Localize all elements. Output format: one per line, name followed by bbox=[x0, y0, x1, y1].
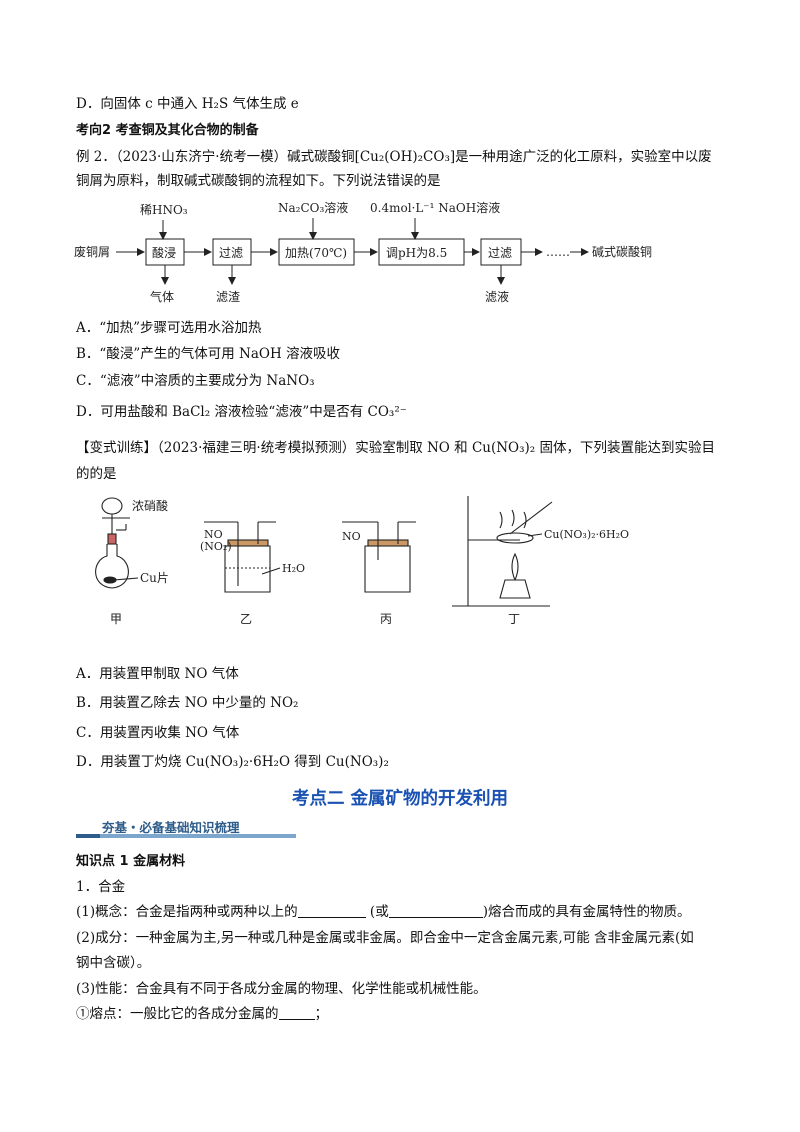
alloy-heading: 1．合金 bbox=[76, 879, 126, 895]
reagent-na2co3: Na₂CO₃溶液 bbox=[278, 200, 348, 215]
variant-option-d: D．用装置丁灼烧 Cu(NO₃)₂·6H₂O 得到 Cu(NO₃)₂ bbox=[76, 754, 389, 770]
banner-bar-dark bbox=[76, 834, 100, 838]
apparatus-figure: 浓硝酸 Cu片 NO (NO₂) H₂O NO Cu(NO₃)₂·6H₂O 甲 … bbox=[95, 496, 629, 626]
collect-bottle bbox=[364, 545, 411, 593]
option-d-prev: D．向固体 c 中通入 H₂S 气体生成 e bbox=[76, 96, 299, 112]
label-h2o: H₂O bbox=[282, 562, 305, 575]
kaoxiang-heading: 考向2 考查铜及其化合物的制备 bbox=[76, 123, 259, 138]
label-ding: 丁 bbox=[508, 612, 520, 626]
example2-line2: 铜屑为原料，制取碱式碳酸铜的流程如下。下列说法错误的是 bbox=[76, 173, 441, 189]
knowledge-heading: 知识点 1 金属材料 bbox=[76, 854, 186, 869]
concept-text-c: )熔合而成的具有金属特性的物质。 bbox=[482, 904, 691, 920]
wash-stopper bbox=[227, 539, 269, 547]
alloy-composition-2: 钢中含碳）。 bbox=[76, 955, 151, 971]
output-residue: 滤渣 bbox=[216, 290, 240, 304]
step-heating: 加热(70℃) bbox=[285, 246, 347, 260]
banner-bar-light bbox=[100, 834, 296, 838]
flame bbox=[511, 552, 519, 581]
ellipsis: …… bbox=[546, 245, 570, 259]
input-scrap: 废铜屑 bbox=[74, 244, 110, 259]
label-jia: 甲 bbox=[110, 612, 122, 626]
section-title: 考点二 金属矿物的开发利用 bbox=[291, 789, 509, 809]
dropping-funnel bbox=[101, 497, 123, 515]
flask-stopper bbox=[107, 533, 117, 545]
ex2-option-c: C．“滤液”中溶质的主要成分为 NaNO₃ bbox=[76, 373, 315, 389]
label-no-1: NO bbox=[204, 528, 223, 541]
variant-option-b: B．用装置乙除去 NO 中少量的 NO₂ bbox=[76, 695, 299, 711]
glass-rod bbox=[509, 501, 553, 535]
ex2-option-d: D．可用盐酸和 BaCl₂ 溶液检验“滤液”中是否有 CO₃²⁻ bbox=[76, 404, 407, 420]
melting-text-b: ； bbox=[314, 1006, 329, 1022]
label-bing: 丙 bbox=[380, 612, 392, 626]
alloy-composition-1: (2)成分：一种金属为主,另一种或几种是金属或非金属。即合金中一定含金属元素,可… bbox=[76, 930, 694, 946]
label-conc-acid: 浓硝酸 bbox=[132, 498, 168, 513]
label-no2: (NO₂) bbox=[200, 540, 232, 553]
steam bbox=[499, 509, 527, 529]
blank-1 bbox=[297, 903, 366, 918]
melting-point: ①熔点：一般比它的各成分金属的 ； bbox=[76, 1004, 328, 1024]
wash-bottle bbox=[224, 545, 271, 593]
collect-stopper bbox=[367, 539, 409, 547]
step-filter-1: 过滤 bbox=[219, 246, 243, 260]
output-filtrate: 滤液 bbox=[485, 289, 509, 304]
step-filter-2: 过滤 bbox=[488, 246, 512, 260]
alloy-concept: (1)概念：合金是指两种或两种以上的 (或 )熔合而成的具有金属特性的物质。 bbox=[76, 902, 690, 922]
step-adjust-ph: 调pH为8.5 bbox=[386, 246, 447, 260]
blank-2 bbox=[388, 903, 483, 918]
label-yi: 乙 bbox=[240, 612, 252, 626]
product: 碱式碳酸铜 bbox=[592, 244, 652, 259]
variant-line1: 【变式训练】（2023·福建三明·统考模拟预测）实验室制取 NO 和 Cu(NO… bbox=[76, 440, 715, 456]
output-gas: 气体 bbox=[150, 289, 174, 304]
label-no: NO bbox=[342, 530, 361, 543]
process-flowchart: 稀HNO₃ Na₂CO₃溶液 0.4mol·L⁻¹ NaOH溶液 废铜屑 酸浸 … bbox=[74, 200, 652, 304]
variant-option-c: C．用装置丙收集 NO 气体 bbox=[76, 725, 240, 741]
label-salt: Cu(NO₃)₂·6H₂O bbox=[544, 528, 629, 541]
ex2-option-a: A．“加热”步骤可选用水浴加热 bbox=[76, 320, 262, 336]
round-flask bbox=[95, 544, 129, 589]
reagent-naoh: 0.4mol·L⁻¹ NaOH溶液 bbox=[370, 200, 500, 215]
alcohol-lamp bbox=[499, 579, 531, 599]
reagent-hno3: 稀HNO₃ bbox=[140, 203, 188, 217]
banner-text: 夯基・必备基础知识梳理 bbox=[101, 820, 240, 835]
evaporating-dish bbox=[496, 532, 534, 544]
variant-line2: 的的是 bbox=[76, 466, 117, 482]
alloy-property: (3)性能：合金具有不同于各成分金属的物理、化学性能或机械性能。 bbox=[76, 981, 487, 997]
ex2-option-b: B．“酸浸”产生的气体可用 NaOH 溶液吸收 bbox=[76, 346, 341, 362]
melting-text-a: ①熔点：一般比它的各成分金属的 bbox=[76, 1006, 279, 1022]
variant-option-a: A．用装置甲制取 NO 气体 bbox=[76, 666, 239, 682]
section-banner: 夯基・必备基础知识梳理 bbox=[76, 820, 296, 838]
example2-line1: 例 2．（2023·山东济宁·统考一模）碱式碳酸铜[Cu₂(OH)₂CO₃]是一… bbox=[76, 149, 712, 165]
concept-text-a: (1)概念：合金是指两种或两种以上的 bbox=[76, 904, 298, 920]
label-cu-piece: Cu片 bbox=[140, 571, 169, 585]
step-acid-leach: 酸浸 bbox=[152, 245, 176, 260]
concept-text-b: (或 bbox=[369, 904, 389, 920]
blank-3 bbox=[278, 1005, 315, 1020]
